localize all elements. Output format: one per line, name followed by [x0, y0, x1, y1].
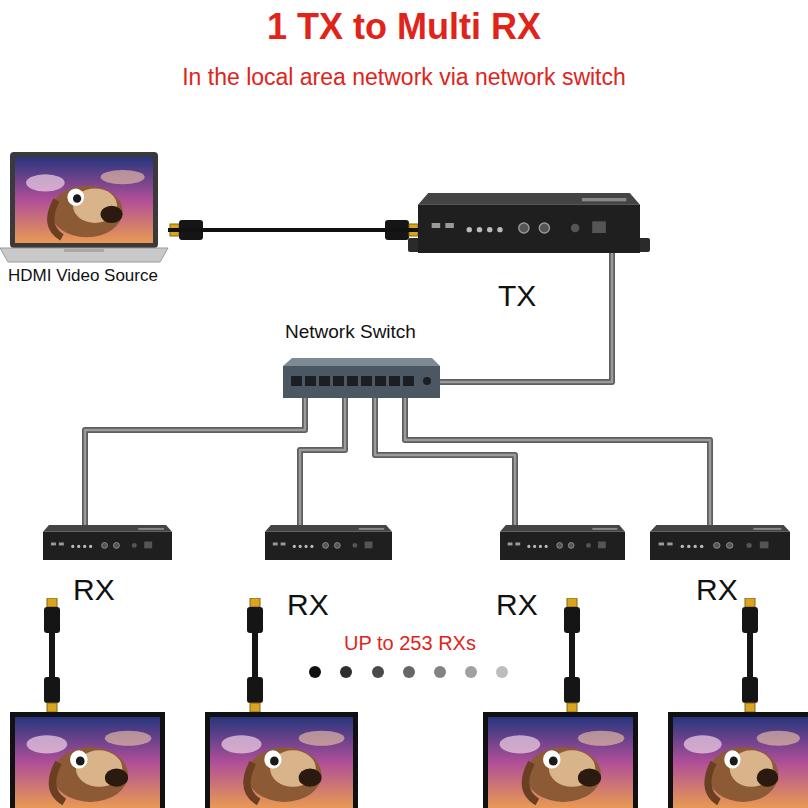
cable-line [440, 253, 612, 382]
cable-highlight [375, 398, 515, 525]
device-label: RX [73, 573, 115, 608]
device-label: HDMI Video Source [8, 266, 158, 286]
rx-receiver: RX [650, 525, 790, 560]
rx-receiver: RX [500, 525, 625, 560]
cable-line [375, 398, 515, 525]
hdmi-cable [168, 230, 418, 231]
rx-devices [43, 525, 790, 560]
ethernet-cable [375, 398, 515, 525]
tx-transmitter: TX [418, 193, 640, 253]
ethernet-cable [85, 398, 305, 525]
tx-device [408, 193, 650, 253]
device-label: Network Switch [285, 321, 416, 343]
cable-highlight [405, 398, 710, 525]
subtitle: In the local area network via network sw… [0, 64, 808, 90]
hdmi-cables [44, 598, 758, 712]
device-label: TX [498, 279, 536, 314]
laptop-illustration [0, 152, 168, 262]
network-switch-illustration [283, 358, 440, 398]
cable-line [85, 398, 305, 525]
progress-dots [309, 666, 508, 678]
cable-line [300, 398, 345, 525]
rx-receiver: RX [43, 525, 172, 560]
cable-highlight [300, 398, 345, 525]
video-source-laptop: HDMI Video Source [0, 152, 168, 262]
diagram-title: 1 TX to Multi RX [0, 6, 808, 47]
cable-line [168, 228, 418, 232]
tv-screens [10, 712, 808, 808]
ethernet-cable [300, 398, 345, 525]
cable-highlight [440, 253, 612, 382]
cable-line [405, 398, 710, 525]
rx-receiver: RX [265, 525, 392, 560]
device-label: RX [696, 573, 738, 608]
rx-count-note: UP to 253 RXs [320, 632, 500, 655]
cable-highlight [85, 398, 305, 525]
ethernet-cable [405, 398, 710, 525]
ethernet-cable [440, 253, 612, 382]
device-label: RX [287, 588, 329, 623]
device-label: RX [496, 588, 538, 623]
network-switch: Network Switch [283, 358, 440, 398]
